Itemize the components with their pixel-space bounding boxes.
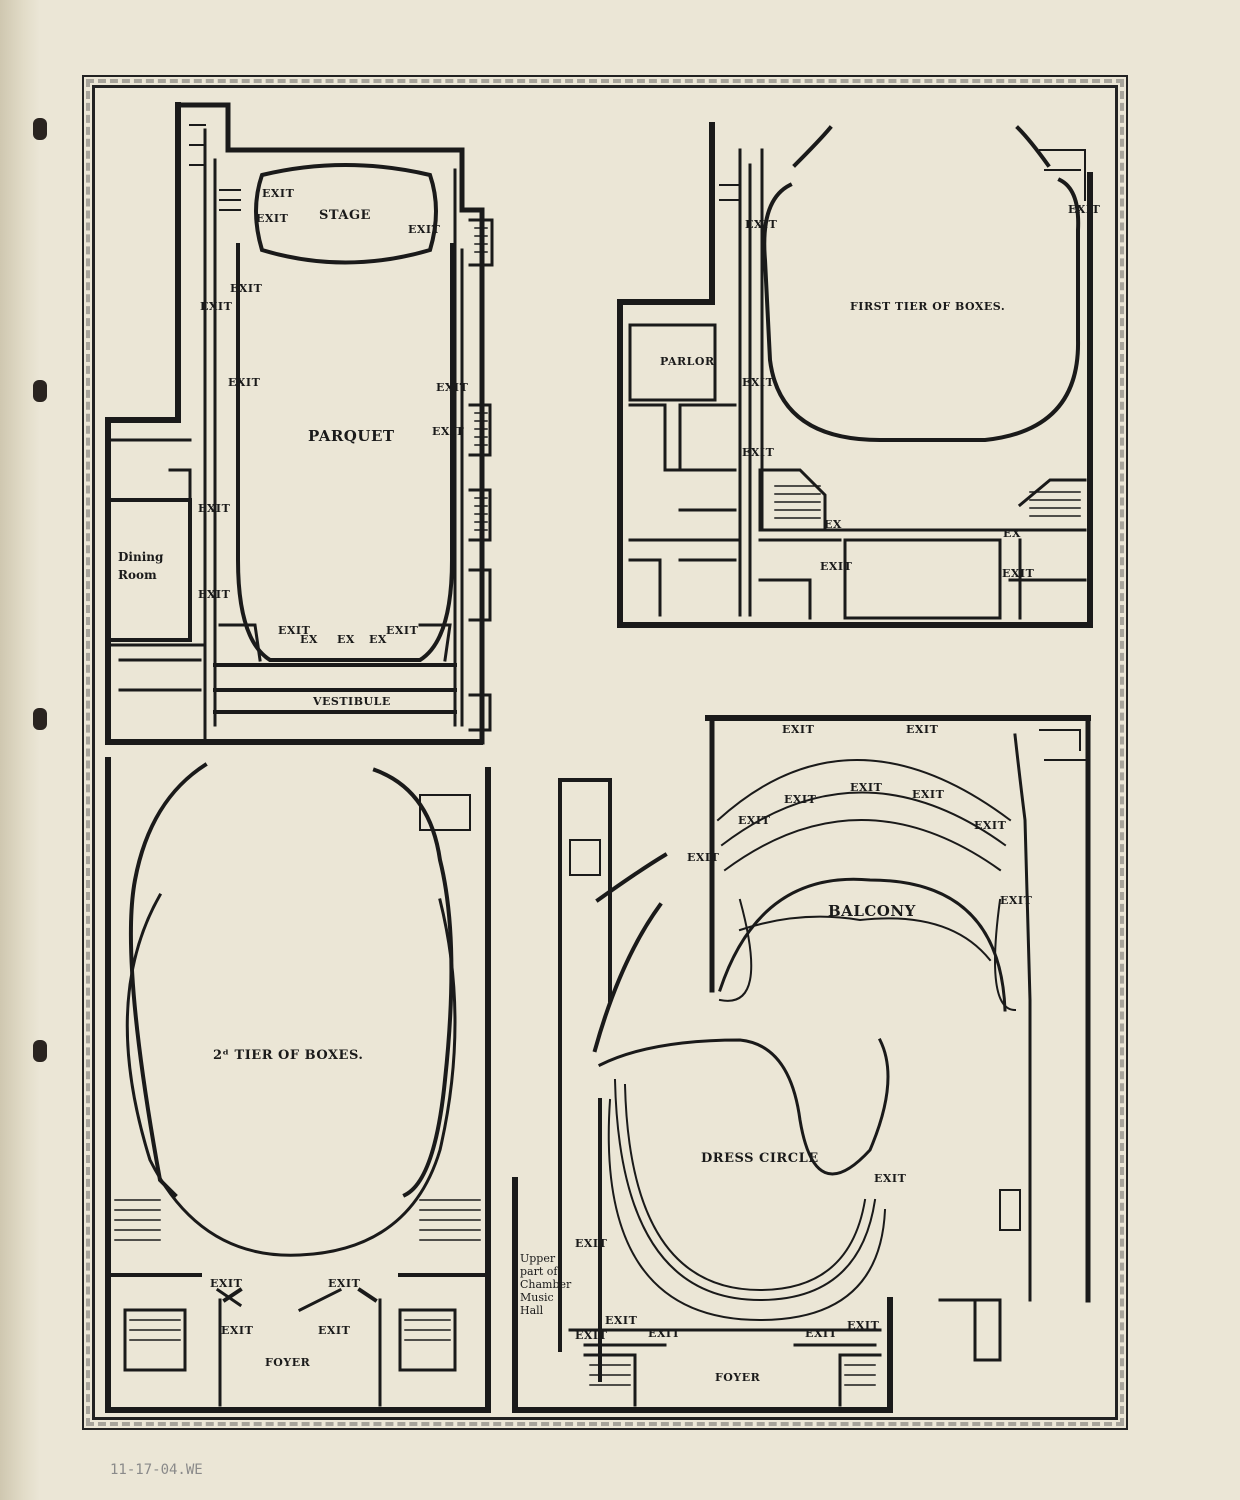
- binding-stitch: [33, 708, 47, 730]
- exit-label: EXIT: [605, 1314, 638, 1327]
- label-dress-circle: DRESS CIRCLE: [701, 1151, 819, 1166]
- exit-label: EXIT: [874, 1172, 907, 1185]
- label-parlor: PARLOR: [660, 355, 715, 368]
- ex-label: EX: [369, 633, 387, 646]
- label-parquet: PARQUET: [308, 427, 395, 445]
- exit-label: EXIT: [745, 218, 778, 231]
- plan-first-tier: [617, 122, 1093, 628]
- exit-label: EXIT: [1000, 894, 1033, 907]
- exit-label: EXIT: [432, 425, 465, 438]
- ex-label: EX: [1003, 527, 1021, 540]
- exit-label: EXIT: [262, 187, 295, 200]
- decorative-border: [86, 79, 1124, 1426]
- binding-edge: [0, 0, 40, 1500]
- exit-label: EXIT: [256, 212, 289, 225]
- label-vestibule: VESTIBULE: [313, 695, 391, 708]
- exit-label: EXIT: [1002, 567, 1035, 580]
- ex-label: EX: [337, 633, 355, 646]
- exit-label: EXIT: [328, 1277, 361, 1290]
- exit-label: EXIT: [805, 1327, 838, 1340]
- exit-label: EXIT: [221, 1324, 254, 1337]
- exit-label: EXIT: [738, 814, 771, 827]
- frame-inner: [92, 85, 1118, 1420]
- exit-label: EXIT: [386, 624, 419, 637]
- label-second-tier: 2ᵈ TIER OF BOXES.: [213, 1048, 364, 1063]
- exit-label: EXIT: [575, 1329, 608, 1342]
- exit-label: EXIT: [1068, 203, 1101, 216]
- exit-label: EXIT: [847, 1319, 880, 1332]
- exit-label: EXIT: [906, 723, 939, 736]
- exit-label: EXIT: [210, 1277, 243, 1290]
- exit-label: EXIT: [436, 381, 469, 394]
- label-first-tier: FIRST TIER OF BOXES.: [850, 300, 1006, 313]
- exit-label: EXIT: [742, 446, 775, 459]
- binding-stitch: [33, 118, 47, 140]
- label-foyer-left: FOYER: [265, 1356, 311, 1369]
- plan-parquet: [105, 102, 494, 745]
- exit-label: EXIT: [648, 1327, 681, 1340]
- exit-label: EXIT: [198, 502, 231, 515]
- frame-outer: [82, 75, 1128, 1430]
- exit-label: EXIT: [278, 624, 311, 637]
- label-dining-room: Dining Room: [118, 550, 164, 582]
- label-balcony: BALCONY: [828, 902, 916, 920]
- exit-label: EXIT: [408, 223, 441, 236]
- pencil-annotation: 11-17-04.WE: [110, 1462, 203, 1478]
- ex-label: EX: [300, 633, 318, 646]
- exit-label: EXIT: [575, 1237, 608, 1250]
- ex-label: EX: [824, 518, 842, 531]
- binding-stitch: [33, 1040, 47, 1062]
- exit-label: EXIT: [687, 851, 720, 864]
- exit-label: EXIT: [318, 1324, 351, 1337]
- plan-balcony-dress-circle: [512, 715, 1091, 1413]
- exit-label: EXIT: [230, 282, 263, 295]
- label-foyer-right: FOYER: [715, 1371, 761, 1384]
- exit-label: EXIT: [198, 588, 231, 601]
- binding-stitch: [33, 380, 47, 402]
- exit-label: EXIT: [850, 781, 883, 794]
- exit-label: EXIT: [742, 376, 775, 389]
- exit-label: EXIT: [912, 788, 945, 801]
- label-stage: STAGE: [319, 208, 371, 223]
- exit-label: EXIT: [820, 560, 853, 573]
- plan-second-tier: [105, 757, 491, 1413]
- exit-label: EXIT: [782, 723, 815, 736]
- exit-label: EXIT: [228, 376, 261, 389]
- exit-label: EXIT: [974, 819, 1007, 832]
- exit-label: EXIT: [200, 300, 233, 313]
- exit-label: EXIT: [784, 793, 817, 806]
- label-upper-part-chamber-music-hall: Upper part of Chamber Music Hall: [520, 1252, 572, 1317]
